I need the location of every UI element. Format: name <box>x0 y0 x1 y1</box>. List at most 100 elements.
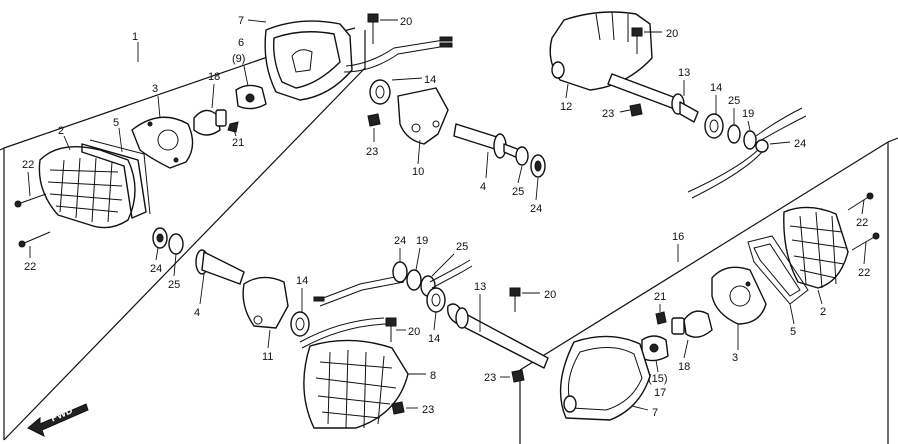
bolt-20-center <box>509 287 521 312</box>
label-14d: 14 <box>428 333 440 345</box>
label-2b: 2 <box>820 306 826 318</box>
label-24c: 24 <box>150 263 162 275</box>
label-13b: 13 <box>474 281 486 293</box>
label-11: 11 <box>262 351 273 363</box>
lens-left <box>38 145 136 229</box>
label-3b: 3 <box>732 352 738 364</box>
bracket-11 <box>242 276 289 329</box>
grommet-14-lower-left <box>290 311 310 337</box>
label-20d: 20 <box>408 326 420 338</box>
label-23a: 23 <box>366 146 378 158</box>
label-17: 17 <box>654 387 666 399</box>
fwd-arrow-icon <box>27 403 89 437</box>
washer-25-right <box>727 124 741 144</box>
bolt-20-lower <box>385 317 397 342</box>
lens-right <box>783 206 849 289</box>
bracket-10 <box>397 87 449 145</box>
nut-24-lower-left <box>152 227 168 249</box>
label-15: (15) <box>648 373 668 385</box>
nut-24-upper <box>530 154 546 178</box>
stem-4-upper <box>453 123 521 159</box>
label-24d: 24 <box>394 235 406 247</box>
label-12: 12 <box>560 101 572 113</box>
socket-plate-left <box>131 116 194 169</box>
socket-right <box>641 335 669 362</box>
label-20b: 20 <box>666 28 678 40</box>
gasket-right <box>747 235 809 305</box>
socket-left <box>235 84 267 110</box>
gasket-left <box>81 139 151 219</box>
label-22a: 22 <box>22 159 34 171</box>
stem-13-lower <box>447 303 549 369</box>
socket-plate-right <box>711 266 767 325</box>
label-20a: 20 <box>400 16 412 28</box>
label-25a: 25 <box>512 186 524 198</box>
label-22d: 22 <box>858 267 870 279</box>
label-4b: 4 <box>194 307 200 319</box>
wires-lower <box>299 275 405 349</box>
label-19b: 19 <box>416 235 428 247</box>
label-2a: 2 <box>58 125 64 137</box>
wires-center <box>429 259 473 289</box>
label-7a: 7 <box>238 15 244 27</box>
label-7b: 7 <box>652 407 658 419</box>
housing-upper-right <box>549 11 653 91</box>
label-25d: 25 <box>456 241 468 253</box>
bolt-20-right <box>631 27 643 54</box>
label-14a: 14 <box>424 74 436 86</box>
label-9: (9) <box>232 53 245 65</box>
screw-22-upper <box>14 193 47 208</box>
washer-25-lower-left <box>168 233 184 255</box>
label-6: 6 <box>238 37 244 49</box>
nut-24-center <box>392 261 408 283</box>
label-4a: 4 <box>480 181 486 193</box>
label-5a: 5 <box>113 117 119 129</box>
label-23b: 23 <box>602 108 614 120</box>
label-19a: 19 <box>742 108 754 120</box>
bolt-20-top <box>367 13 379 44</box>
label-18b: 18 <box>678 361 690 373</box>
wires-right-upper <box>687 107 807 199</box>
screw-22-lower <box>18 231 51 248</box>
label-13a: 13 <box>678 67 690 79</box>
label-24a: 24 <box>530 203 542 215</box>
housing-right <box>559 335 651 421</box>
label-5b: 5 <box>790 326 796 338</box>
housing-left <box>264 20 353 101</box>
label-21a: 21 <box>232 137 244 149</box>
label-14b: 14 <box>710 82 722 94</box>
washer-25-upper <box>515 146 529 166</box>
label-25b: 25 <box>728 95 740 107</box>
assembly-1-frame <box>0 27 366 441</box>
nut-19-center <box>406 269 422 291</box>
label-23c: 23 <box>422 404 434 416</box>
label-23d: 23 <box>484 372 496 384</box>
screw-22-right-upper <box>847 192 874 211</box>
label-10: 10 <box>412 166 424 178</box>
nut-23-upper <box>367 113 381 127</box>
stem-4-lower <box>195 249 245 285</box>
bulb-right <box>671 310 713 338</box>
nut-23-right-upper <box>629 103 643 117</box>
label-3a: 3 <box>152 83 158 95</box>
screw-22-right-lower <box>851 232 880 251</box>
label-8: 8 <box>430 370 436 382</box>
screw-21-right <box>655 311 667 325</box>
stem-13-upper <box>607 73 699 123</box>
label-20c: 20 <box>544 289 556 301</box>
label-1: 1 <box>132 31 138 43</box>
label-14c: 14 <box>296 275 308 287</box>
label-22c: 22 <box>856 217 868 229</box>
label-16: 16 <box>672 231 684 243</box>
assembly-16-frame <box>519 137 898 444</box>
nut-23-center <box>511 369 525 383</box>
grommet-14-upper <box>369 79 391 105</box>
bulb-left <box>193 109 227 136</box>
label-24b: 24 <box>794 138 806 150</box>
label-18a: 18 <box>208 71 220 83</box>
nut-19-right <box>743 130 757 150</box>
label-22b: 22 <box>24 261 36 273</box>
housing-8 <box>303 339 409 429</box>
wires-left <box>343 36 453 73</box>
